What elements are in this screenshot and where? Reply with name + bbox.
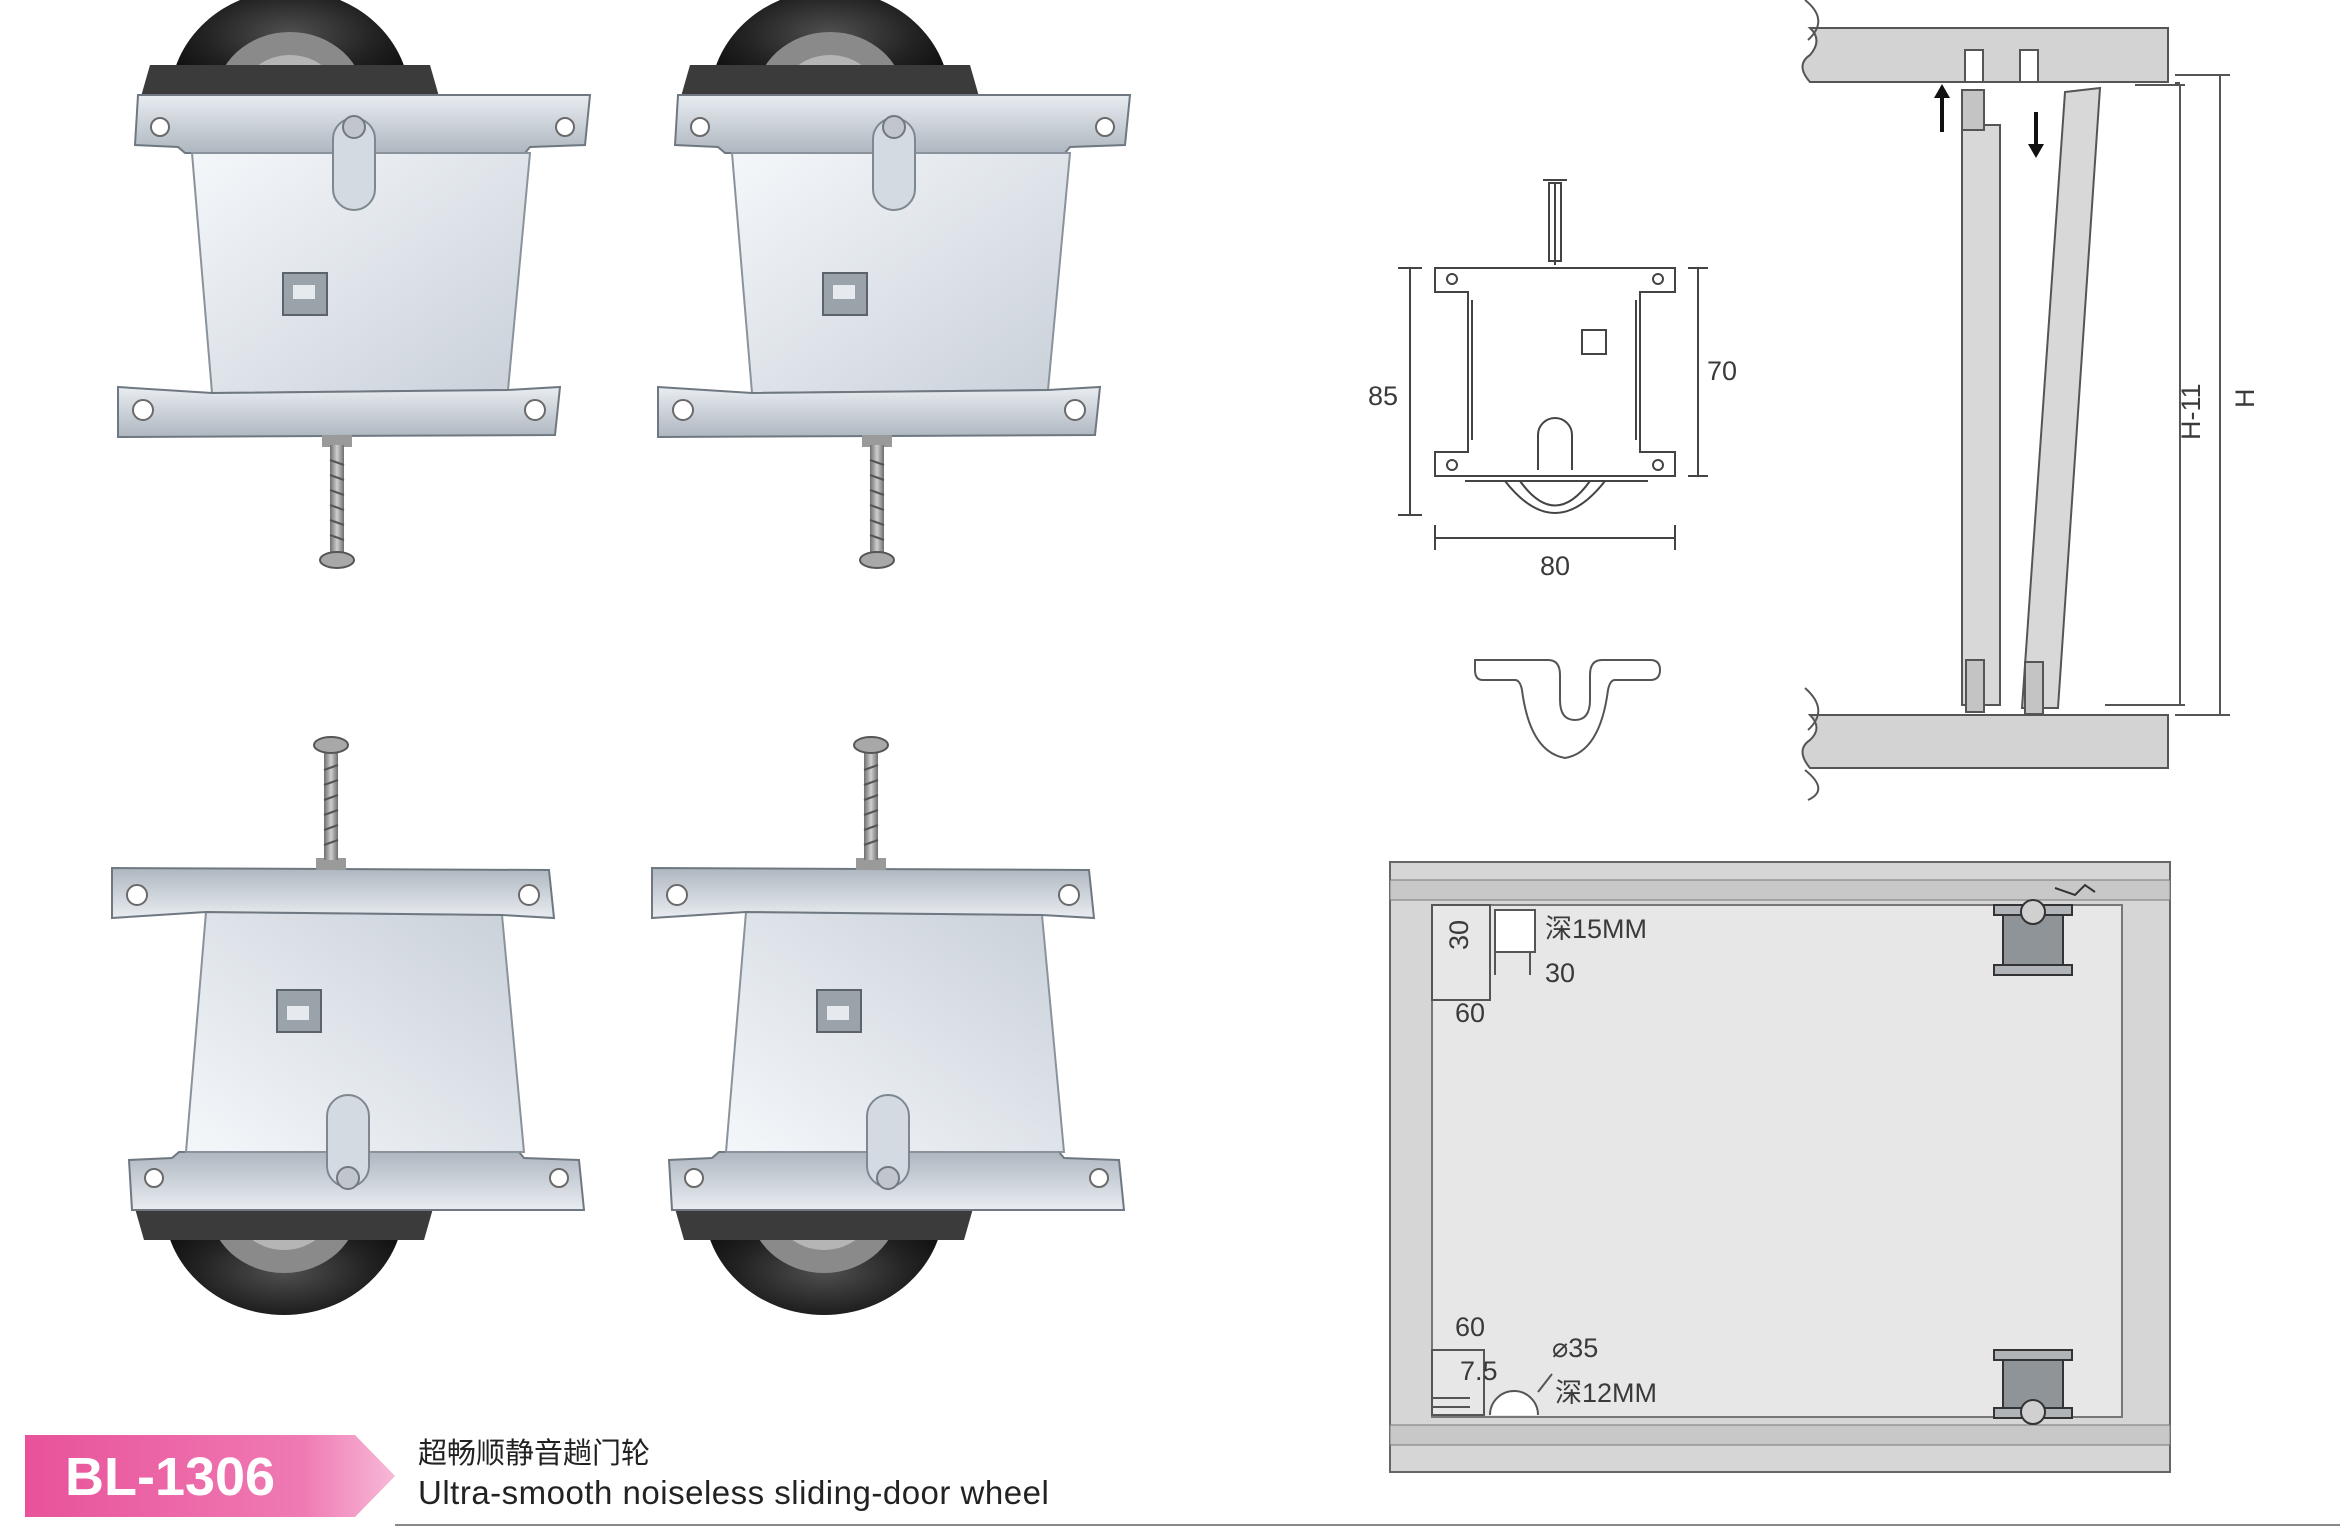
- wheel-photo-bottom-right: [651, 736, 1125, 1316]
- plan-top-30-horizontal: 30: [1545, 958, 1575, 988]
- plan-top-depth: 深15MM: [1545, 914, 1647, 944]
- model-code: BL-1306: [65, 1447, 275, 1507]
- label-h: H: [2230, 389, 2260, 409]
- label-h-11: H-11: [2176, 383, 2206, 440]
- plan-bottom-7-5: 7.5: [1460, 1356, 1498, 1386]
- down-arrow-icon: [2028, 112, 2044, 158]
- plan-bottom-60: 60: [1455, 1312, 1485, 1342]
- wheel-photo-top-right: [657, 0, 1131, 569]
- product-title-en: Ultra-smooth noiseless sliding-door whee…: [418, 1474, 1049, 1511]
- plan-top-60: 60: [1455, 998, 1485, 1028]
- rail-profile-section: [1474, 659, 1662, 760]
- dimension-80: 80: [1540, 551, 1570, 581]
- side-installation-view: [1801, 0, 2230, 801]
- wheel-photo-top-left: [117, 0, 591, 569]
- roller-dimension-drawing: [1398, 179, 1708, 550]
- plan-bottom-diameter: ⌀35: [1552, 1333, 1598, 1363]
- up-arrow-icon: [1934, 84, 1950, 132]
- install-plan-frame: [1389, 861, 2171, 1473]
- dimension-70: 70: [1707, 356, 1737, 386]
- wheel-photo-bottom-left: [111, 736, 585, 1316]
- plan-bottom-depth: 深12MM: [1555, 1378, 1657, 1408]
- dimension-85: 85: [1368, 381, 1398, 411]
- model-badge: [25, 1435, 395, 1517]
- product-title-cn: 超畅顺静音趟门轮: [418, 1436, 650, 1470]
- plan-top-30-vertical: 30: [1444, 920, 1474, 950]
